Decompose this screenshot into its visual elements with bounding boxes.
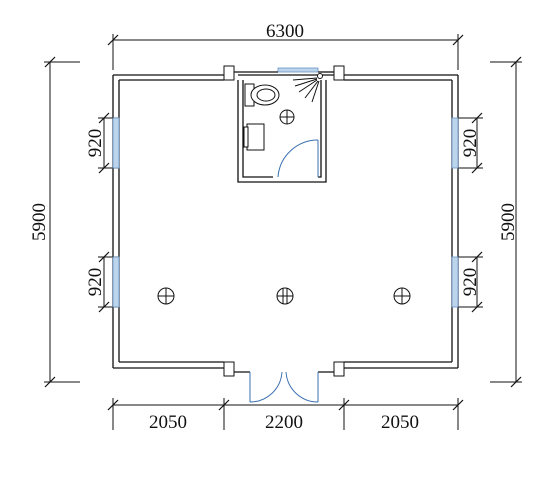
window-left-upper	[112, 117, 120, 169]
overall-depth-right-label: 5900	[498, 203, 519, 241]
right-window-dimensions: 920 920	[458, 112, 483, 313]
ceiling-light-icon	[393, 287, 411, 305]
window-right-upper	[451, 117, 459, 169]
bottom-left-segment-label: 2050	[149, 412, 187, 433]
overall-depth-left-label: 5900	[29, 203, 50, 241]
window-right-lower	[451, 256, 459, 308]
window-left-lower-label: 920	[85, 268, 106, 297]
top-dimension: 6300	[107, 21, 464, 70]
ceiling-light-icon	[279, 109, 295, 125]
overall-width-label: 6300	[266, 21, 304, 42]
right-dimension: 5900	[490, 56, 522, 388]
left-dimension: 5900	[29, 56, 80, 388]
bathroom-door	[277, 139, 319, 178]
window-left-lower	[112, 256, 120, 308]
bathroom	[234, 71, 334, 183]
window-bathroom	[277, 67, 319, 73]
main-lights	[157, 287, 411, 305]
window-left-upper-label: 920	[85, 129, 106, 158]
sink-icon	[243, 123, 265, 151]
shower-icon	[292, 73, 323, 103]
ceiling-light-icon	[157, 287, 175, 305]
window-right-upper-label: 920	[460, 129, 481, 158]
bottom-dimensions: 2050 2200 2050	[107, 398, 464, 433]
ceiling-light-icon	[276, 287, 294, 305]
bottom-mid-segment-label: 2200	[265, 412, 303, 433]
bottom-right-segment-label: 2050	[381, 412, 419, 433]
toilet-icon	[244, 83, 280, 107]
window-right-lower-label: 920	[460, 268, 481, 297]
entrance-double-door	[249, 371, 319, 403]
windows	[112, 67, 459, 308]
